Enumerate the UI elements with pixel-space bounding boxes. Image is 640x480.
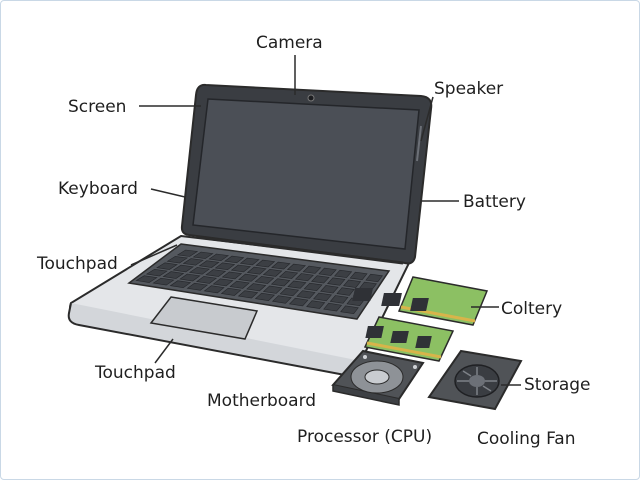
keyboard-key	[224, 255, 245, 264]
keyboard-key	[182, 258, 204, 266]
label-screen: Screen	[68, 97, 127, 117]
label-touchpad-lower: Touchpad	[95, 363, 176, 383]
keyboard-key	[152, 277, 175, 286]
hinge	[196, 235, 404, 265]
keyboard-key	[169, 280, 192, 289]
keyboard-key	[279, 287, 300, 297]
label-cooling-fan: Cooling Fan	[477, 429, 576, 449]
keyboard-key	[340, 305, 359, 315]
keyboard-key	[214, 262, 236, 271]
keyboard-key	[162, 271, 185, 279]
leader-lines	[130, 55, 521, 386]
keyboard-key	[349, 271, 368, 281]
keyboard-key	[278, 271, 299, 279]
keyboard-key	[312, 292, 332, 302]
label-speaker: Speaker	[434, 79, 504, 99]
keyboard-key	[166, 256, 189, 264]
ram-module-2	[363, 316, 455, 362]
label-battery: Battery	[463, 192, 526, 212]
keyboard-key	[310, 275, 330, 284]
keyboard-key	[186, 282, 209, 291]
keyboard-key	[319, 285, 339, 294]
keyboard-key	[271, 295, 292, 304]
label-motherboard: Motherboard	[207, 391, 317, 411]
label-camera: Camera	[256, 33, 323, 53]
keyboard-key	[221, 271, 243, 280]
label-keyboard: Keyboard	[58, 179, 138, 199]
keyboard-key	[195, 276, 218, 284]
keyboard-key	[270, 278, 291, 287]
keyboard-key	[326, 277, 346, 286]
keyboard-key	[329, 295, 349, 304]
cooling-fan-component	[427, 349, 523, 411]
keyboard-key	[246, 266, 267, 275]
keyboard-key	[237, 290, 259, 299]
keyboard-key	[220, 287, 242, 296]
keyboard-key	[262, 285, 283, 294]
keyboard-key	[208, 253, 229, 262]
keyboard-key	[318, 267, 337, 276]
keyboard-key	[145, 268, 168, 277]
keyboard-key	[302, 265, 322, 274]
keyboard-key	[203, 285, 225, 294]
keyboard-key	[188, 267, 211, 275]
keyboard-key	[294, 273, 314, 282]
label-processor: Processor (CPU)	[297, 427, 433, 447]
keyboard-key	[239, 257, 260, 266]
keyboard-key	[254, 292, 276, 302]
keyboard-key	[172, 264, 195, 273]
keyboard-key	[238, 273, 259, 282]
keyboard-key	[323, 302, 343, 312]
keyboard-key	[179, 273, 201, 282]
keyboard-key	[306, 300, 326, 309]
keyboard-key	[271, 261, 291, 270]
keyboard-key	[286, 263, 306, 272]
keyboard-key	[287, 280, 307, 289]
touchpad	[149, 296, 259, 340]
screen-panel	[192, 98, 420, 250]
keyboard-key	[336, 287, 355, 296]
keyboard-key	[212, 278, 234, 287]
keyboard-key	[365, 273, 383, 283]
keyboard-key	[156, 262, 178, 270]
ram-module-1	[352, 276, 489, 326]
keyboard-key	[135, 275, 158, 283]
keyboard-key	[262, 268, 283, 277]
processor-component	[331, 349, 425, 406]
keyboard-key	[333, 269, 353, 278]
keyboard-key	[229, 280, 250, 289]
keyboard-key	[205, 269, 227, 277]
keyboard-key	[343, 279, 362, 288]
keyboard-key	[254, 276, 275, 284]
label-touchpad-upper: Touchpad	[37, 254, 118, 274]
camera-icon	[307, 94, 315, 102]
keyboard-key	[198, 260, 220, 268]
keyboard-key	[296, 290, 316, 299]
label-storage: Storage	[524, 375, 591, 395]
keyboard-key	[192, 251, 214, 259]
keyboard-key	[255, 259, 276, 268]
keyboard-key	[230, 264, 252, 273]
keyboard-key	[303, 282, 323, 292]
keyboard-key	[288, 297, 309, 307]
keyboard-key	[246, 283, 267, 292]
keyboard-key	[176, 249, 199, 257]
speaker-grille	[416, 125, 422, 162]
label-coltery: Coltery	[501, 299, 563, 319]
